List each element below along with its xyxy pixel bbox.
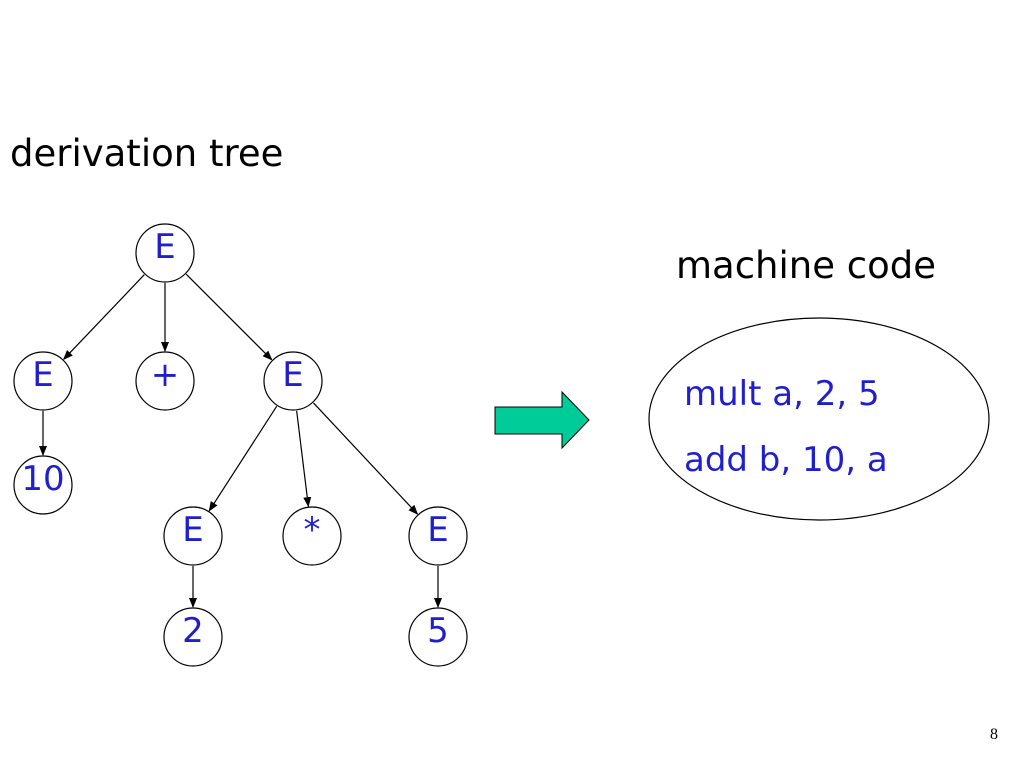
tree-node-label: E [32, 355, 53, 395]
tree-node-circle [13, 455, 73, 515]
page-number: 8 [990, 726, 998, 743]
code-line-mult: mult a, 2, 5 [684, 374, 880, 414]
edge-right-to-mul-right [313, 402, 419, 515]
tree-node-label: 2 [182, 611, 204, 651]
tree-node-label: E [282, 355, 303, 395]
tree-node-five: 5 [408, 607, 468, 667]
tree-node-circle [13, 351, 73, 411]
tree-node-root: E [135, 223, 195, 283]
tree-node-right: E [263, 351, 323, 411]
edge-right-to-times [296, 410, 312, 508]
edge-right-to-mul-left [208, 405, 278, 512]
tree-node-ten: 10 [13, 455, 73, 515]
tree-node-label: E [182, 510, 203, 550]
tree-node-label: 5 [427, 611, 449, 651]
edge-root-to-left [63, 274, 145, 361]
tree-node-label: E [427, 510, 448, 550]
tree-node-mul-right: E [408, 506, 468, 566]
tree-node-plus: + [135, 351, 195, 411]
tree-node-label: E [154, 227, 175, 267]
tree-node-circle [408, 506, 468, 566]
edge-root-to-right [185, 273, 273, 361]
tree-node-label: + [151, 355, 180, 395]
code-line-add: add b, 10, a [684, 440, 888, 480]
tree-node-times: * [282, 506, 342, 566]
tree-node-circle [135, 223, 195, 283]
tree-node-left: E [13, 351, 73, 411]
tree-node-label: * [304, 510, 321, 550]
tree-node-mul-left: E [163, 506, 223, 566]
tree-node-circle [163, 506, 223, 566]
tree-node-label: 10 [21, 459, 64, 499]
machine-code-title: machine code [676, 244, 936, 287]
tree-node-circle [263, 351, 323, 411]
tree-node-circle [163, 607, 223, 667]
tree-node-circle [408, 607, 468, 667]
tree-node-two: 2 [163, 607, 223, 667]
right-arrow-icon [494, 390, 590, 450]
derivation-tree-title: derivation tree [10, 132, 284, 175]
tree-node-circle [282, 506, 342, 566]
machine-code-ellipse [648, 317, 990, 521]
tree-node-circle [135, 351, 195, 411]
